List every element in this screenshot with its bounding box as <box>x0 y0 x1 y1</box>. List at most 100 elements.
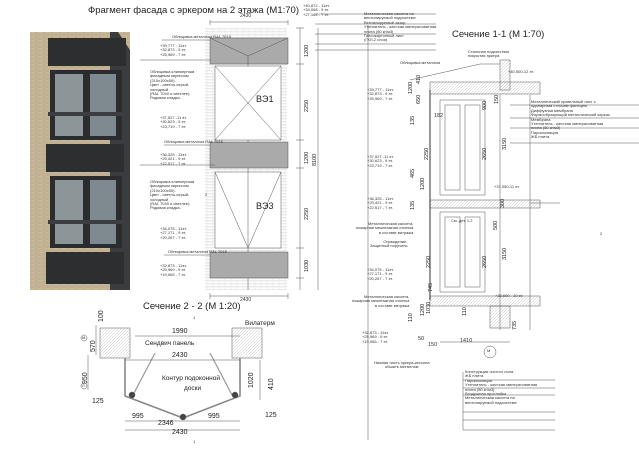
note-line: Ограждение- <box>383 239 408 244</box>
section-1-1-drawing <box>315 13 639 440</box>
callout-cladding-2: Облицовка металлом RAL 7015 <box>164 139 223 144</box>
dim: 735 <box>512 320 518 330</box>
note-line: Рядовая кладка. <box>150 205 181 211</box>
level-mark: +25,969 - 7 эт. <box>160 51 186 57</box>
dim: 135 <box>410 200 416 210</box>
dim: 2250 <box>304 207 310 220</box>
note-line: пожарная межэтажная отсечка <box>352 298 410 304</box>
section-2-2-title: Сечение 2 - 2 (М 1:20) <box>143 301 241 312</box>
layer-line: Воздушная прослойка <box>465 390 507 396</box>
note-line: покрытия эркера <box>468 53 500 59</box>
note-line: (210х100х50). <box>150 187 176 193</box>
level-group: +34,075 - 11эт.+27,171 - 9 эт.+20,267 - … <box>367 267 394 281</box>
layer-line: Гипсокартонный лист <box>364 32 404 38</box>
level-mark: +32,873 - 11эт. <box>160 263 187 268</box>
dim: 110 <box>462 307 468 316</box>
note-line: в составе витража <box>374 302 410 308</box>
dim: 1990 <box>172 328 188 335</box>
level-mark: +22,517 - 7 эт. <box>160 160 186 166</box>
dim: 2650 <box>482 147 488 160</box>
dim: 1200 <box>420 177 426 190</box>
level-mark: +39,777 - 11эт. <box>160 43 187 48</box>
section-mark: 2 <box>205 192 208 197</box>
axis-m: М <box>82 335 86 340</box>
note-line: (RAL 7040 и светлее). <box>150 200 191 206</box>
level-mark: +29,421 - 9 эт. <box>160 156 186 162</box>
layer-line: Металлическая кассета на <box>364 11 414 16</box>
level-mark: +20,267 - 7 эт. <box>160 234 186 240</box>
note-line: Облицовка клинкерным <box>150 69 195 74</box>
level-mark: +34,068 - 9 эт. <box>303 7 329 13</box>
note-line: Цвет - светло-серый, <box>150 192 190 198</box>
level-mark: +34,075 - 11эт. <box>160 226 187 231</box>
note-line: пожарная межэтажная отсечка <box>356 225 414 231</box>
note-line: Цвет - светло-серый, <box>150 82 190 88</box>
dim: 125 <box>92 398 104 405</box>
dim: 1200 <box>408 81 414 94</box>
cassette-note-1: Металлическая кассета,пожарная межэтажна… <box>356 221 414 235</box>
dim: 182 <box>434 113 444 119</box>
note-line: Металлическая кассета, <box>368 221 414 226</box>
note-line: Облицовка клинкерным <box>150 179 195 184</box>
level-mark: +36,325 - 11эт. <box>160 152 187 157</box>
level-mark: +32,873 - 9 эт. <box>160 47 186 53</box>
level-mark: +37,527 -11 эт. <box>367 154 394 159</box>
level-group: +39,777 - 11эт.+32,873 - 9 эт.+25,969 - … <box>160 43 187 57</box>
level-mark: +29,421 - 9 эт. <box>367 200 393 206</box>
dim: 1410 <box>460 338 473 344</box>
level-group: +32,873 - 11эт.+25,969 - 9 эт.+19,065 - … <box>160 263 187 277</box>
dim: 8100 <box>312 153 318 166</box>
label-vilaterm: Вилатерм <box>245 320 275 327</box>
dim: 745 <box>428 282 434 292</box>
note-line: Металлическая кассета, <box>364 294 410 299</box>
layer-line: Мембрана <box>531 116 551 122</box>
metal-cladding-note: Облицовка металлом <box>400 60 441 65</box>
dim: 2346 <box>158 420 174 427</box>
note-line: холодный <box>150 196 169 202</box>
layer-line: (ГКЛ-2 слоя) <box>364 37 388 43</box>
note-line: Рядовая кладка. <box>150 95 181 101</box>
dim: 650 <box>416 94 422 104</box>
mark-top: +40,500-12 эт. <box>508 69 534 74</box>
note-line: Нижняя часть эркера-кессона <box>374 360 430 365</box>
dim: 995 <box>132 413 144 420</box>
label-sill-contour-2: доски <box>184 385 202 392</box>
layer-line: Утеплитель - жесткая минераловатная <box>364 24 437 30</box>
top-level-marks: +40,872 - 11эт. +34,068 - 9 эт. +27,164 … <box>303 3 330 17</box>
level-mark: +30,623 - 9 эт. <box>367 158 393 164</box>
facade-width-dim-bottom: 2430 <box>240 297 252 303</box>
layer-line: Вентилируемый зазор <box>364 19 406 25</box>
level-mark: +19,065 - 7 эт. <box>160 271 186 277</box>
dim: 995 <box>208 413 220 420</box>
layer-line: Металлическая кассета на <box>465 395 515 401</box>
layer-line: Утеплитель - жесткая минераловатная <box>531 120 604 126</box>
see-detail: См. дет. 1,2 <box>451 218 473 223</box>
level-mark: +36,325 - 11эт. <box>367 196 394 201</box>
cut-mark: 2 <box>600 231 603 236</box>
callout-cladding-1: Облицовка металлом RAL 7015 <box>172 34 231 39</box>
facade-render <box>30 32 130 290</box>
cut-mark: 1 <box>193 439 196 444</box>
dim: 2250 <box>426 255 432 268</box>
dim: 135 <box>410 115 416 125</box>
note-line: Стальная подсистема <box>468 49 509 54</box>
dim: 2650 <box>482 255 488 268</box>
level-group: +36,325 - 11эт.+29,421 - 9 эт.+22,517 - … <box>160 152 187 166</box>
dim: 1200 <box>304 44 310 57</box>
layer-line: ЖБ плита <box>531 134 550 140</box>
dim: 150 <box>494 94 500 104</box>
note-line: (RAL 7040 и светлее). <box>150 90 191 96</box>
level-group: +39,777 - 11эт.+32,873 - 9 эт.+25,969 - … <box>367 87 394 101</box>
note-line: фасадным кирпичом <box>150 183 189 189</box>
dim: 1030 <box>426 301 432 314</box>
level-mark: +39,777 - 11эт. <box>367 87 394 92</box>
level-group: +36,325 - 11эт.+29,421 - 9 эт.+22,517 - … <box>367 196 394 210</box>
dim: 110 <box>408 313 414 322</box>
